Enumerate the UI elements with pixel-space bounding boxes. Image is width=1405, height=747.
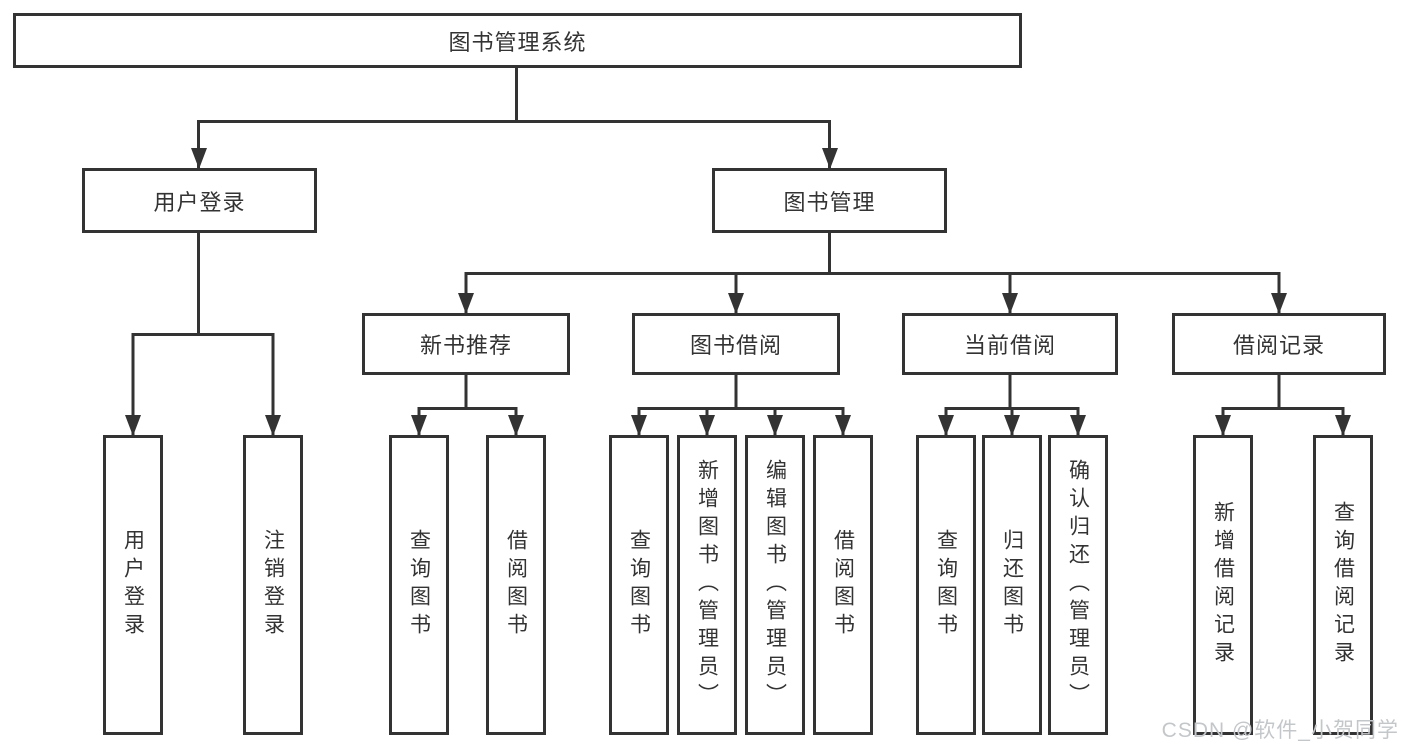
leaf-query-borrow-record-label: 查询借阅记录	[1331, 501, 1355, 669]
node-current-borrow-label: 当前借阅	[963, 333, 1056, 358]
leaf-edit-book-admin: 编辑图书（管理员）	[745, 435, 805, 735]
leaf-borrow-books-recommend: 借阅图书	[486, 435, 546, 735]
node-new-book-recommend: 新书推荐	[362, 313, 570, 375]
leaf-query-books-current-label: 查询图书	[934, 529, 958, 641]
leaf-logout-label: 注销登录	[261, 529, 285, 641]
leaf-logout: 注销登录	[243, 435, 303, 735]
node-library-system: 图书管理系统	[13, 13, 1022, 68]
node-new-book-recommend-label: 新书推荐	[419, 333, 512, 358]
leaf-confirm-return-admin-label: 确认归还（管理员）	[1066, 459, 1090, 711]
leaf-query-books-borrow-label: 查询图书	[627, 529, 651, 641]
node-user-login-label: 用户登录	[153, 189, 246, 215]
leaf-user-login-label: 用户登录	[121, 529, 145, 641]
csdn-watermark: CSDN @软件_小贺同学	[1161, 719, 1399, 742]
leaf-borrow-books: 借阅图书	[813, 435, 873, 735]
leaf-return-books-label: 归还图书	[1000, 529, 1024, 641]
leaf-query-books-recommend: 查询图书	[389, 435, 449, 735]
leaf-return-books: 归还图书	[982, 435, 1042, 735]
node-library-system-label: 图书管理系统	[448, 29, 587, 55]
leaf-add-book-admin: 新增图书（管理员）	[677, 435, 737, 735]
node-borrow-records-label: 借阅记录	[1232, 333, 1325, 358]
leaf-add-book-admin-label: 新增图书（管理员）	[695, 459, 719, 711]
node-book-management: 图书管理	[712, 168, 947, 233]
node-current-borrow: 当前借阅	[902, 313, 1118, 375]
leaf-borrow-books-label: 借阅图书	[831, 529, 855, 641]
leaf-query-books-current: 查询图书	[916, 435, 976, 735]
leaf-query-books-recommend-label: 查询图书	[407, 529, 431, 641]
connector-lines	[131, 68, 1345, 436]
node-book-borrow-label: 图书借阅	[689, 333, 782, 358]
leaf-user-login: 用户登录	[103, 435, 163, 735]
leaf-add-borrow-record-label: 新增借阅记录	[1211, 501, 1235, 669]
leaf-borrow-books-recommend-label: 借阅图书	[504, 529, 528, 641]
node-book-borrow: 图书借阅	[632, 313, 840, 375]
leaf-query-borrow-record: 查询借阅记录	[1313, 435, 1373, 735]
leaf-query-books-borrow: 查询图书	[609, 435, 669, 735]
node-borrow-records: 借阅记录	[1172, 313, 1386, 375]
node-book-management-label: 图书管理	[783, 189, 876, 215]
node-user-login: 用户登录	[82, 168, 317, 233]
leaf-confirm-return-admin: 确认归还（管理员）	[1048, 435, 1108, 735]
leaf-edit-book-admin-label: 编辑图书（管理员）	[763, 459, 787, 711]
leaf-add-borrow-record: 新增借阅记录	[1193, 435, 1253, 735]
